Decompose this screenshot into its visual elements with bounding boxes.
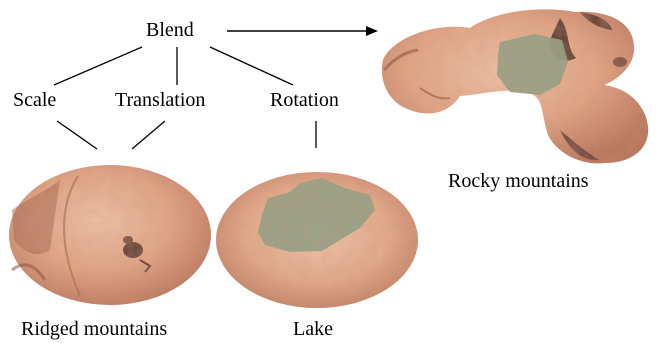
ridged-mountains-label: Ridged mountains <box>21 318 167 340</box>
edge-blend-scale <box>54 47 142 85</box>
rocky-mountains-image <box>382 9 648 163</box>
scale-label: Scale <box>13 89 56 111</box>
edge-scale-ridged <box>57 121 97 149</box>
rotation-label: Rotation <box>270 89 339 111</box>
lake-image <box>216 172 418 308</box>
translation-label: Translation <box>115 89 205 111</box>
rocky-mountains-label: Rocky mountains <box>448 170 589 192</box>
lake-label: Lake <box>293 318 333 340</box>
blend-label: Blend <box>146 19 194 41</box>
ridged-mountains-image <box>9 165 211 305</box>
edge-translation-ridged <box>132 121 165 149</box>
edge-blend-rotation <box>210 47 293 85</box>
arrowhead-icon <box>366 26 378 36</box>
